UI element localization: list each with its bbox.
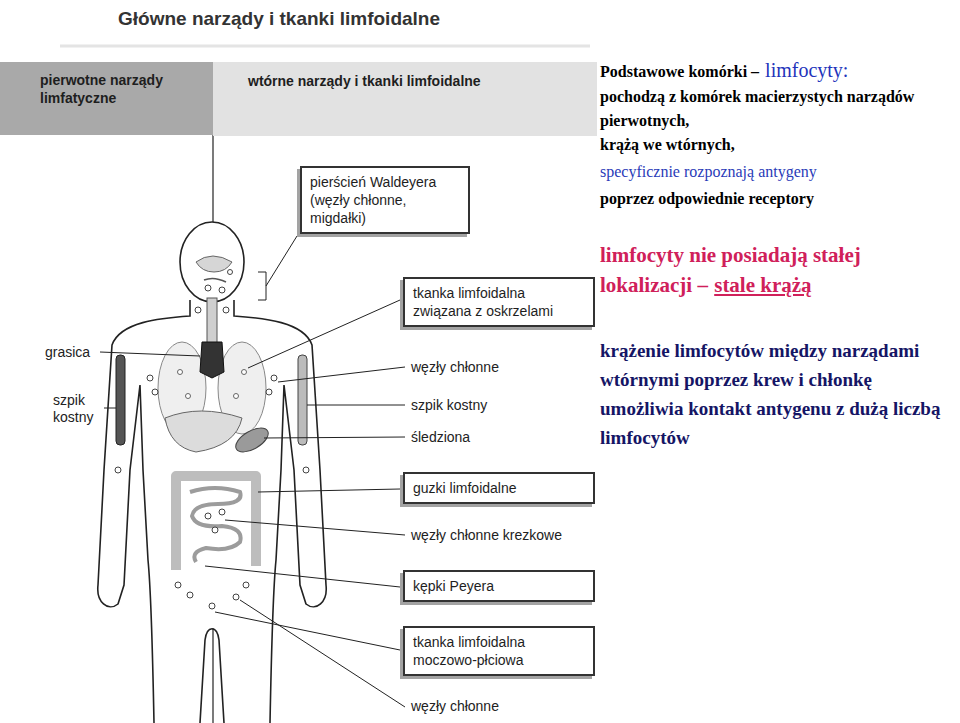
leader-line [266,236,297,286]
note-emphasis: stale krążą [714,273,811,297]
lymph-node [303,467,309,473]
organ-box: pierścień Waldeyera (węzły chłonne, migd… [300,166,470,234]
diagram-title: Główne narządy i tkanki limfoidalne [118,8,440,30]
lymph-node [175,582,181,588]
node-text: tkanka limfoidalna moczowo-płciowa [413,633,585,669]
lymph-node [209,603,215,609]
node-text: pierwotne narządy limfatyczne [40,71,205,107]
lymph-node [242,370,247,375]
leader-line [278,367,405,382]
trachea [207,298,217,344]
lymph-node [187,592,193,598]
liver [165,411,242,452]
tonsil [219,287,225,293]
leader-lines [100,236,405,707]
small-intestine [190,488,241,562]
note-highlight: limfocyty: [765,59,848,81]
head [180,222,244,302]
divider-line [212,628,213,723]
lymph-node [212,527,218,533]
organ-label: grasica [45,344,105,361]
note-text: krążenie limfocytów między narządami wtó… [600,336,955,452]
lymph-node [233,594,239,600]
divider-line [212,135,213,222]
lymph-node [115,467,121,473]
lymph-node [152,389,158,395]
node-text: wtórne narządy i tkanki limfoidalne [248,72,589,90]
tonsil [205,285,211,291]
bone [116,355,125,445]
organ-box: tkanka limfoidalna związana z oskrzelami [403,277,595,327]
lymph-node [271,375,277,381]
organ-box: tkanka limfoidalna moczowo-płciowa [403,626,595,676]
organ-label: węzły chłonne krezkowe [411,527,596,544]
leader-line [264,437,405,438]
nasal-cavity [196,256,232,272]
organ-box: kępki Peyera [403,570,595,602]
note-paragraph: limfocyty nie posiadają stałej lokalizac… [600,240,950,300]
organ-label: węzły chłonne [411,698,591,715]
note-paragraph: Podstawowe komórki – limfocyty: [600,58,955,84]
node-text: kępki Peyera [413,577,585,595]
lymph-node [178,370,183,375]
organ-label: szpik kostny [53,392,105,426]
leader-line [104,408,116,409]
header-band: wtórne narządy i tkanki limfoidalne [213,62,597,136]
lymph-node [223,307,229,313]
leader-line [307,405,405,406]
leg-outline [200,629,224,723]
header-band: pierwotne narządy limfatyczne [0,62,213,135]
note-text: Podstawowe komórki – [600,63,759,80]
lymph-node [147,375,153,381]
lymph-node [234,394,239,399]
leader-line [248,300,400,368]
spleen [232,423,272,457]
lymph-node [205,513,211,519]
bone [298,355,307,445]
lymph-nodes [115,307,309,609]
header-rule [60,45,590,48]
large-intestine [176,476,256,570]
node-text: pierścień Waldeyera (węzły chłonne, migd… [310,173,460,227]
leader-line [100,352,200,356]
node-text: tkanka limfoidalna związana z oskrzelami [413,284,585,320]
thymus [200,342,224,378]
organ-label: szpik kostny [411,397,591,414]
note-text: krążą we wtórnych, [600,133,950,157]
organ-box: guzki limfoidalne [403,472,595,504]
tonsil [228,270,233,275]
bracket [258,272,266,300]
node-text: guzki limfoidalne [413,479,585,497]
lymph-node [243,582,249,588]
lymph-node [219,509,225,515]
leader-line [225,520,405,535]
organ-label: śledziona [411,429,591,446]
note-highlight: specyficznie rozpoznają antygeny [600,160,950,184]
leader-line [240,600,405,707]
leader-line [205,566,400,587]
organ-label: węzły chłonne [411,359,591,376]
note-text: pochodzą z komórek macierzystych narządó… [600,85,950,133]
lymph-node [195,307,201,313]
leader-line [258,489,400,492]
lymph-node [186,394,191,399]
note-text: poprzez odpowiednie receptory [600,187,950,211]
lymph-node [266,389,272,395]
palate [204,278,226,282]
